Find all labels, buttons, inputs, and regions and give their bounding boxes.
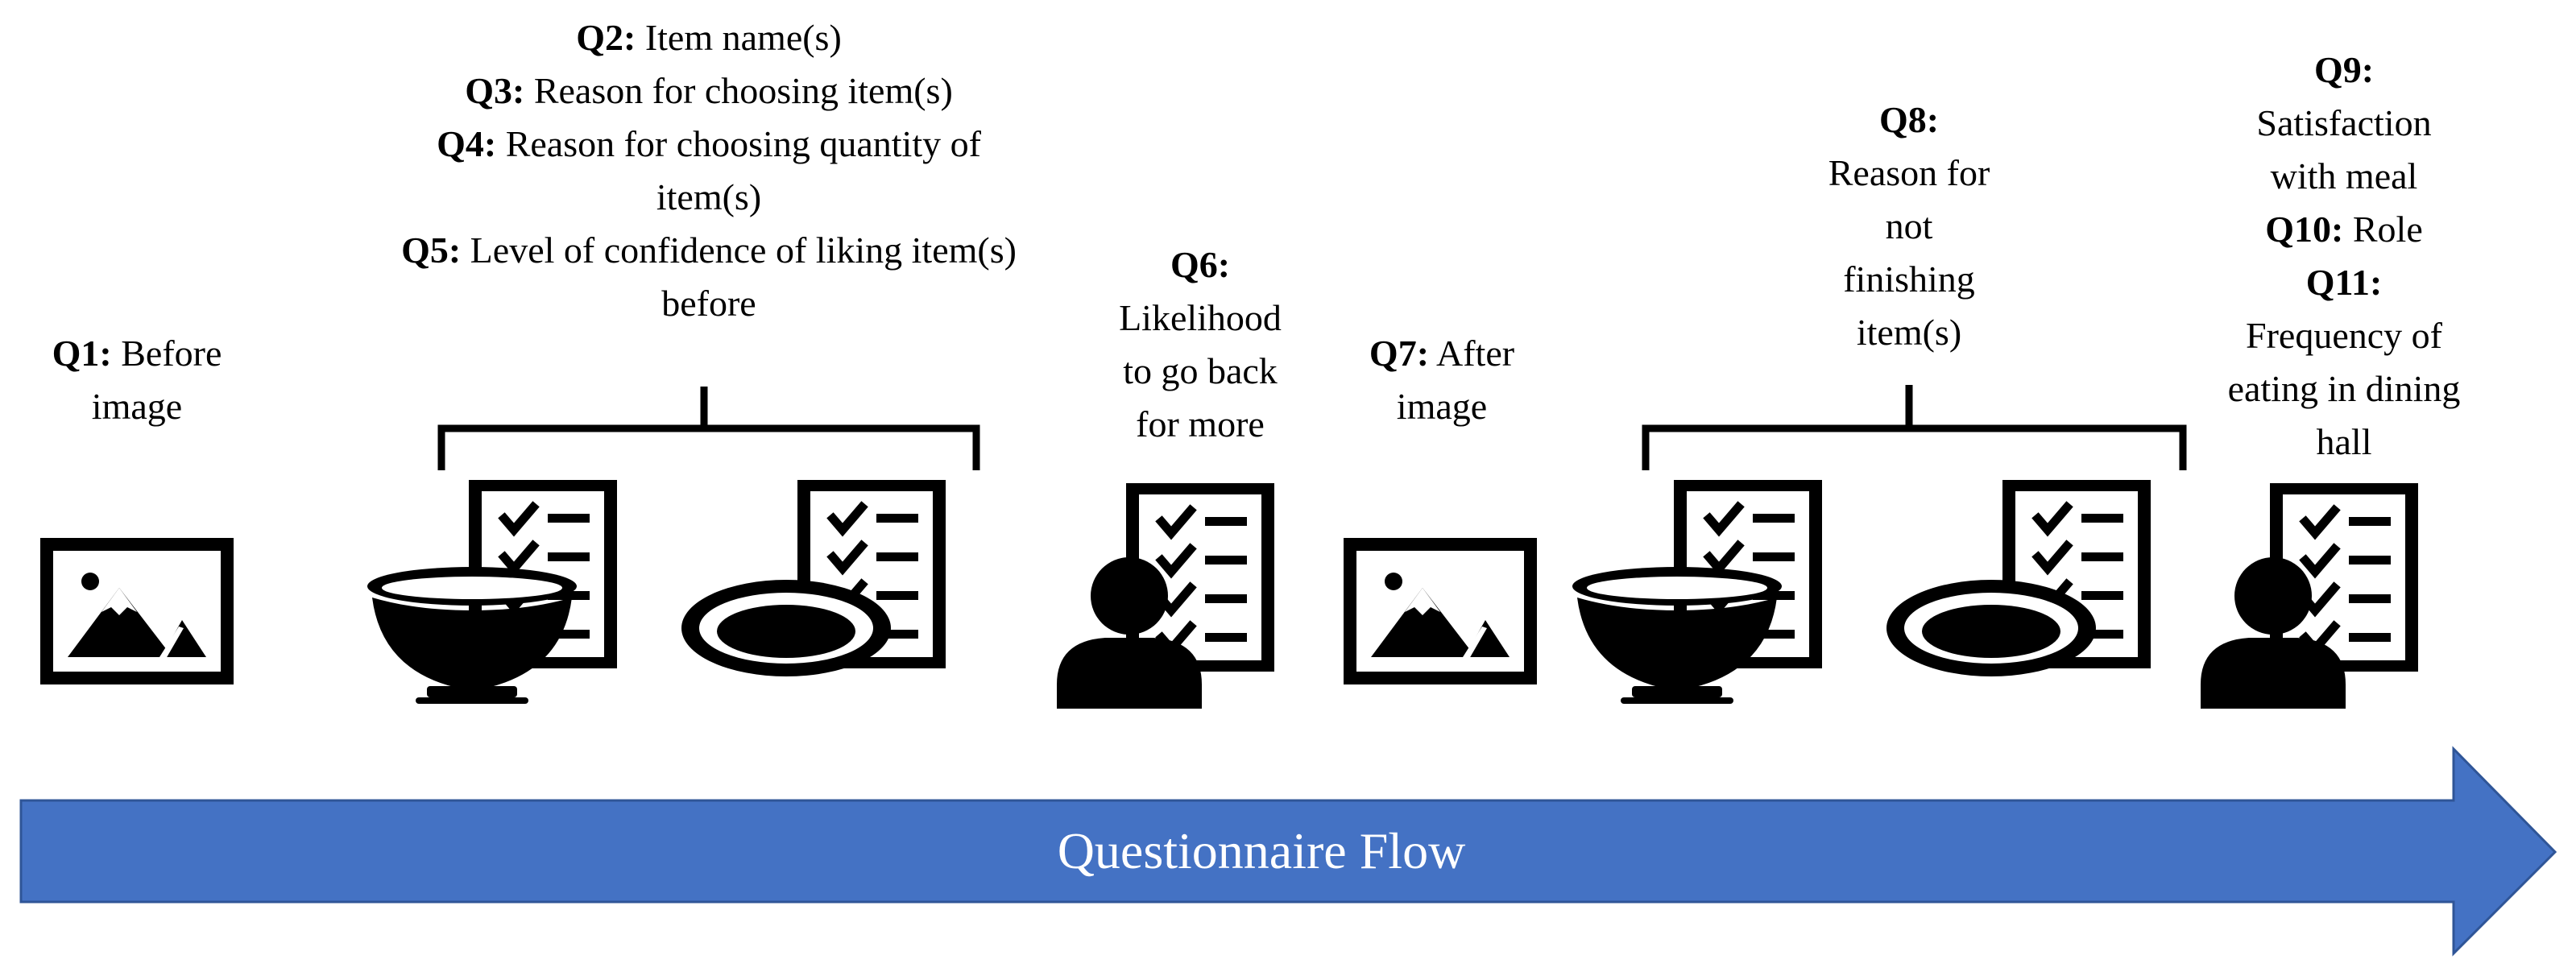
image-icon [1344, 538, 1537, 684]
flow-label: Questionnaire Flow [1058, 822, 1466, 879]
q2-q5-label: Q2: Item name(s) Q3: Reason for choosing… [306, 11, 1112, 330]
q1-label: Q1: Before image [52, 333, 222, 427]
q3-line: Q3: Reason for choosing item(s) [465, 70, 953, 111]
q8-label: Q8: Reason for not finishing item(s) [1828, 99, 1990, 353]
bracket-q2-q5 [437, 387, 980, 470]
plate-checklist-icon [681, 480, 946, 676]
q6-label: Q6: Likelihood to go back for more [1119, 244, 1282, 445]
bowl-checklist-icon [367, 480, 617, 704]
image-icon [40, 538, 234, 684]
bracket-q8 [1642, 385, 2187, 470]
q7-label: Q7: After image [1369, 333, 1515, 427]
person-checklist-icon [1057, 483, 1274, 709]
person-checklist-icon [2201, 483, 2418, 709]
q4-line: Q4: Reason for choosing quantity of [437, 123, 981, 164]
q2-line: Q2: Item name(s) [576, 17, 842, 58]
q9-q11-label: Q9: Satisfaction with meal Q10: Role Q11… [2227, 49, 2461, 462]
q5-line: Q5: Level of confidence of liking item(s… [401, 230, 1017, 271]
bowl-checklist-icon [1572, 480, 1822, 704]
plate-checklist-icon [1886, 480, 2151, 676]
questionnaire-flow-arrow: Questionnaire Flow [19, 746, 2557, 957]
